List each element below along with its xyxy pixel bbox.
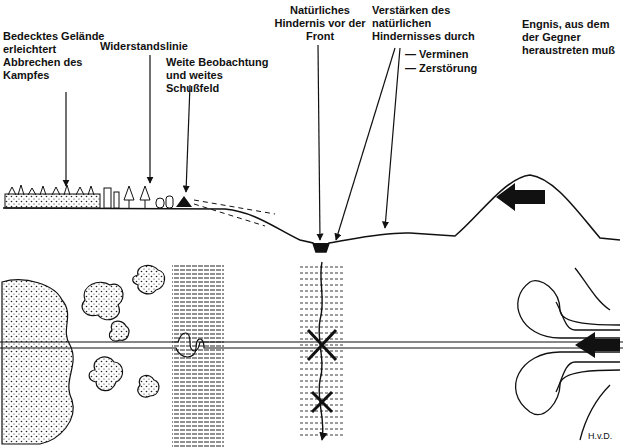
annotation-label: Verstärken des natürlichen Hindernisses … xyxy=(372,4,490,43)
annotation-label: Bedecktes Gelände erleichtert Abbrechen … xyxy=(3,30,111,82)
annotation-label: Widerstandslinie xyxy=(100,40,210,53)
forest-profile xyxy=(5,185,173,208)
resistance-band xyxy=(172,264,224,447)
river-plan xyxy=(319,262,323,440)
terrain-profile xyxy=(3,175,620,252)
tree-groups xyxy=(82,265,164,397)
forest-plan xyxy=(2,280,73,444)
enemy-arrow xyxy=(496,183,545,211)
demolition-marks xyxy=(308,330,336,412)
signature: H.v.D. xyxy=(588,430,620,443)
enemy-arrow-plan xyxy=(575,332,620,358)
annotation-label: — Verminen xyxy=(405,48,495,61)
river-profile xyxy=(313,243,329,252)
annotation-label: — Zerstörung xyxy=(405,62,495,75)
leader-lines xyxy=(66,45,400,240)
road xyxy=(0,333,623,357)
sight-lines xyxy=(194,200,275,226)
position-triangle xyxy=(176,196,192,207)
annotation-label: Natürliches Hindernis vor der Front xyxy=(265,4,375,43)
hill-contours xyxy=(516,268,620,440)
annotation-label: Engnis, aus dem der Gegner heraustreten … xyxy=(522,18,620,57)
annotation-label: Weite Beobachtung und weites Schußfeld xyxy=(166,56,278,95)
